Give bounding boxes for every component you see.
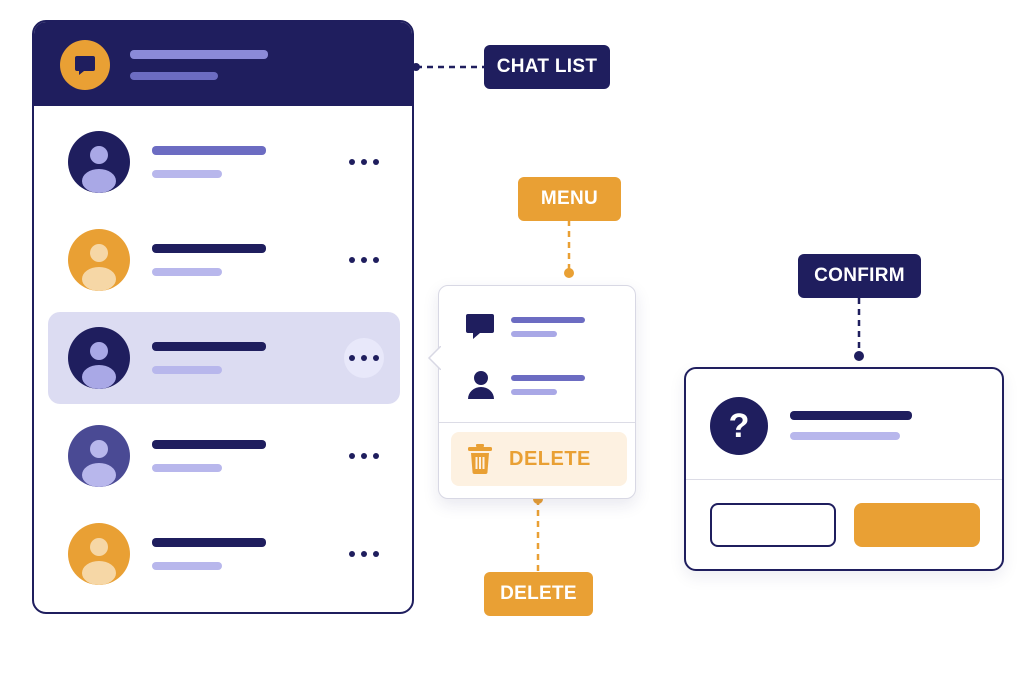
user-icon xyxy=(82,146,116,193)
confirm-callout: CONFIRM xyxy=(798,254,921,298)
avatar xyxy=(68,523,130,585)
row-title-placeholder xyxy=(152,538,266,547)
menu-item-subtitle-placeholder xyxy=(511,389,557,395)
more-options-icon[interactable] xyxy=(344,436,384,476)
chat-bubble-icon xyxy=(60,40,110,90)
menu-item-profile[interactable] xyxy=(451,362,627,406)
header-title-placeholder xyxy=(130,50,268,59)
header-subtitle-placeholder xyxy=(130,72,218,80)
menu-item-title-placeholder xyxy=(511,375,585,381)
row-title-placeholder xyxy=(152,342,266,351)
row-subtitle-placeholder xyxy=(152,464,222,472)
delete-menu-label: DELETE xyxy=(509,448,591,470)
delete-menu-item[interactable]: DELETE xyxy=(451,432,627,486)
user-icon xyxy=(82,244,116,291)
menu-divider xyxy=(439,422,635,423)
menu-connector-dot xyxy=(564,268,574,278)
more-options-icon[interactable] xyxy=(344,142,384,182)
dialog-divider xyxy=(686,479,1002,480)
confirm-dialog: ? xyxy=(684,367,1004,571)
avatar xyxy=(68,425,130,487)
menu-pointer xyxy=(427,346,441,370)
question-icon: ? xyxy=(710,397,768,455)
chat-row[interactable] xyxy=(48,214,400,306)
chat-bubble-icon xyxy=(466,314,494,339)
user-icon xyxy=(82,440,116,487)
user-icon xyxy=(82,342,116,389)
delete-callout: DELETE xyxy=(484,572,593,616)
row-subtitle-placeholder xyxy=(152,268,222,276)
more-options-icon[interactable] xyxy=(344,338,384,378)
confirm-button[interactable] xyxy=(854,503,980,547)
chat-row-selected[interactable] xyxy=(48,312,400,404)
user-icon xyxy=(468,371,494,399)
menu-item-title-placeholder xyxy=(511,317,585,323)
more-options-icon[interactable] xyxy=(344,534,384,574)
avatar xyxy=(68,131,130,193)
row-title-placeholder xyxy=(152,244,266,253)
avatar xyxy=(68,327,130,389)
cancel-button[interactable] xyxy=(710,503,836,547)
menu-item-chat[interactable] xyxy=(451,304,627,348)
chat-row[interactable] xyxy=(48,410,400,502)
more-options-icon[interactable] xyxy=(344,240,384,280)
chat-list-panel xyxy=(32,20,414,614)
chat-list-header xyxy=(34,22,412,106)
row-subtitle-placeholder xyxy=(152,562,222,570)
menu-callout: MENU xyxy=(518,177,621,221)
row-subtitle-placeholder xyxy=(152,170,222,178)
chat-list-connector-dot xyxy=(412,63,420,71)
chat-row[interactable] xyxy=(48,508,400,600)
chat-list-callout: CHAT LIST xyxy=(484,45,610,89)
menu-item-subtitle-placeholder xyxy=(511,331,557,337)
avatar xyxy=(68,229,130,291)
confirm-connector-dot xyxy=(854,351,864,361)
dialog-title-placeholder xyxy=(790,411,912,420)
row-subtitle-placeholder xyxy=(152,366,222,374)
chat-row[interactable] xyxy=(48,116,400,208)
user-icon xyxy=(82,538,116,585)
row-title-placeholder xyxy=(152,440,266,449)
context-menu: DELETE xyxy=(427,285,636,499)
row-title-placeholder xyxy=(152,146,266,155)
dialog-message-placeholder xyxy=(790,432,900,440)
trash-icon xyxy=(468,444,492,474)
